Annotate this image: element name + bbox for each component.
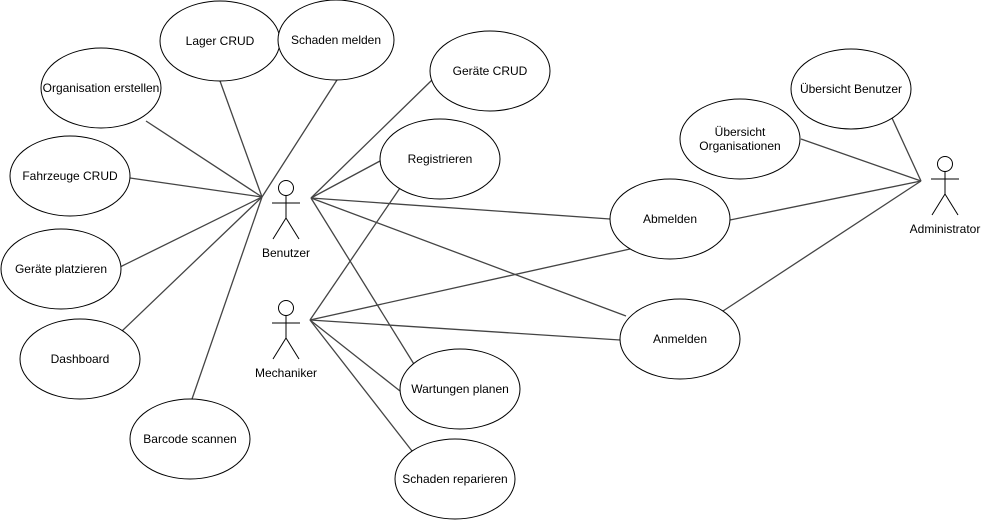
use-case-label: Wartungen planen [411, 382, 509, 396]
use-case-label: Registrieren [408, 152, 473, 166]
actor-administrator[interactable]: Administrator [910, 156, 981, 237]
use-case-ellipse [790, 48, 912, 130]
association-benutzer-fahrzeuge [129, 177, 263, 198]
use-case-abmelden[interactable]: Abmelden [609, 178, 731, 260]
actor-right-leg-icon [285, 337, 300, 360]
use-case-label: Fahrzeuge CRUD [22, 169, 118, 183]
use-case-org-erstellen[interactable]: Organisation erstellen [40, 47, 162, 129]
use-case-geraete-crud[interactable]: Geräte CRUD [429, 30, 551, 112]
actor-right-leg-icon [285, 217, 300, 240]
use-case-anmelden[interactable]: Anmelden [619, 298, 741, 380]
use-case-label: Dashboard [51, 352, 110, 366]
use-case-ellipse [129, 398, 251, 480]
use-case-registrieren[interactable]: Registrieren [379, 118, 501, 200]
associations-layer [119, 79, 922, 452]
use-case-ellipse [399, 348, 521, 430]
use-case-label: Organisation erstellen [43, 81, 160, 95]
association-administrator-uebersicht_org [800, 138, 922, 182]
use-case-label: Abmelden [643, 212, 697, 226]
use-case-uebersicht-benutzer[interactable]: Übersicht Benutzer [790, 48, 912, 130]
use-case-ellipse [429, 30, 551, 112]
use-case-label: Übersicht [715, 125, 766, 139]
use-case-dashboard[interactable]: Dashboard [19, 318, 141, 400]
use-case-ellipse [619, 298, 741, 380]
association-benutzer-abmelden [310, 197, 611, 220]
use-case-barcode[interactable]: Barcode scannen [129, 398, 251, 480]
use-case-ellipse [19, 318, 141, 400]
use-case-ellipse [679, 98, 801, 180]
use-case-fahrzeuge[interactable]: Fahrzeuge CRUD [9, 135, 131, 217]
association-administrator-uebersicht_benutzer [891, 117, 922, 182]
association-benutzer-registrieren [310, 160, 381, 199]
actor-left-leg-icon [931, 193, 946, 216]
association-benutzer-schaden_melden [261, 79, 338, 198]
association-benutzer-anmelden [310, 197, 627, 317]
use-case-ellipse [0, 228, 122, 310]
actor-left-leg-icon [272, 217, 287, 240]
actor-head-icon [278, 300, 294, 316]
association-benutzer-geraete_platzieren [119, 196, 263, 268]
use-case-schaden-melden[interactable]: Schaden melden [277, 0, 395, 81]
use-case-wartungen[interactable]: Wartungen planen [399, 348, 521, 430]
association-mechaniker-schaden_reparieren [309, 319, 413, 452]
use-case-ellipse [394, 438, 516, 520]
actor-label: Administrator [910, 222, 981, 236]
use-case-ellipse [277, 0, 395, 81]
actor-head-icon [278, 180, 294, 196]
use-case-label: Anmelden [653, 332, 707, 346]
actor-label: Mechaniker [255, 366, 317, 380]
use-case-label: Geräte CRUD [453, 64, 528, 78]
use-case-label: Übersicht Benutzer [800, 82, 902, 96]
use-case-label: Organisationen [699, 139, 780, 153]
association-administrator-anmelden [722, 180, 922, 312]
actor-head-icon [937, 156, 953, 172]
use-case-ellipse [609, 178, 731, 260]
use-case-label: Geräte platzieren [15, 262, 107, 276]
association-mechaniker-anmelden [309, 319, 621, 341]
use-case-schaden-reparieren[interactable]: Schaden reparieren [394, 438, 516, 520]
actor-left-leg-icon [272, 337, 287, 360]
actor-right-leg-icon [944, 193, 959, 216]
use-case-geraete-platzieren[interactable]: Geräte platzieren [0, 228, 122, 310]
actor-benutzer[interactable]: Benutzer [262, 180, 310, 261]
association-benutzer-org_erstellen [145, 120, 263, 198]
use-case-ellipse [379, 118, 501, 200]
use-case-ellipse [40, 47, 162, 129]
association-benutzer-dashboard [121, 196, 263, 332]
use-case-label: Schaden melden [291, 33, 381, 47]
use-case-lager[interactable]: Lager CRUD [159, 0, 281, 82]
association-benutzer-wartungen [310, 197, 418, 370]
use-case-label: Lager CRUD [186, 34, 255, 48]
actor-label: Benutzer [262, 246, 310, 260]
association-mechaniker-abmelden [309, 248, 631, 321]
use-case-label: Schaden reparieren [402, 472, 507, 486]
association-benutzer-barcode [191, 196, 263, 400]
association-administrator-abmelden [729, 180, 922, 221]
use-case-ellipse [9, 135, 131, 217]
association-mechaniker-registrieren [309, 187, 401, 321]
actor-mechaniker[interactable]: Mechaniker [255, 300, 317, 381]
association-mechaniker-wartungen [309, 319, 401, 392]
use-case-label: Barcode scannen [143, 432, 236, 446]
association-benutzer-lager [219, 80, 263, 198]
association-benutzer-geraete_crud [310, 79, 433, 199]
